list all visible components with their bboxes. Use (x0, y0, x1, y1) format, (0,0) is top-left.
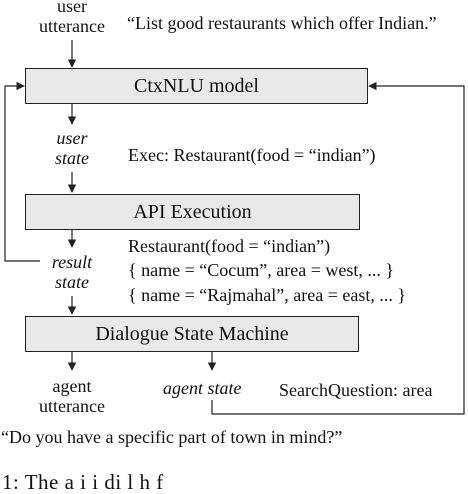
result-state-line1: result (51, 252, 93, 272)
result-annotation-line2: { name = “Cocum”, area = west, ... } (128, 260, 394, 280)
loop-agent-state-to-ctxnlu (211, 81, 465, 415)
agent-state-label: agent state (163, 378, 242, 398)
result-annotation-line1: Restaurant(food = “indian”) (128, 236, 331, 256)
dialogue-state-machine-box: Dialogue State Machine (25, 316, 359, 352)
user-state-label: user state (22, 128, 122, 168)
user-utterance-line1: user (57, 0, 87, 16)
agent-utterance-label: agent utterance (22, 376, 122, 416)
user-state-line2: state (55, 148, 89, 168)
user-quote: “List good restaurants which offer India… (127, 13, 437, 33)
exec-annotation: Exec: Restaurant(food = “indian”) (128, 145, 376, 165)
agent-utterance-line2: utterance (39, 396, 105, 416)
user-utterance-label: user utterance (22, 0, 122, 36)
api-execution-box: API Execution (25, 194, 360, 230)
search-question-annotation: SearchQuestion: area (279, 380, 433, 400)
result-state-label: result state (22, 252, 122, 292)
ctxnlu-model-box: CtxNLU model (25, 68, 368, 104)
agent-utterance-line1: agent (52, 376, 92, 396)
loop-result-to-ctxnlu (4, 81, 40, 262)
result-state-line2: state (55, 272, 89, 292)
caption-fragment: 1: The a i i di l h f (2, 470, 164, 494)
flow-connectors (4, 40, 465, 415)
user-state-line1: user (56, 128, 88, 148)
user-utterance-line2: utterance (39, 16, 105, 36)
result-annotation-line3: { name = “Rajmahal”, area = east, ... } (128, 285, 406, 305)
ctxnlu-model-label: CtxNLU model (134, 74, 259, 97)
agent-quote: “Do you have a specific part of town in … (1, 427, 343, 447)
dialogue-state-machine-label: Dialogue State Machine (95, 322, 289, 345)
api-execution-label: API Execution (133, 200, 252, 223)
